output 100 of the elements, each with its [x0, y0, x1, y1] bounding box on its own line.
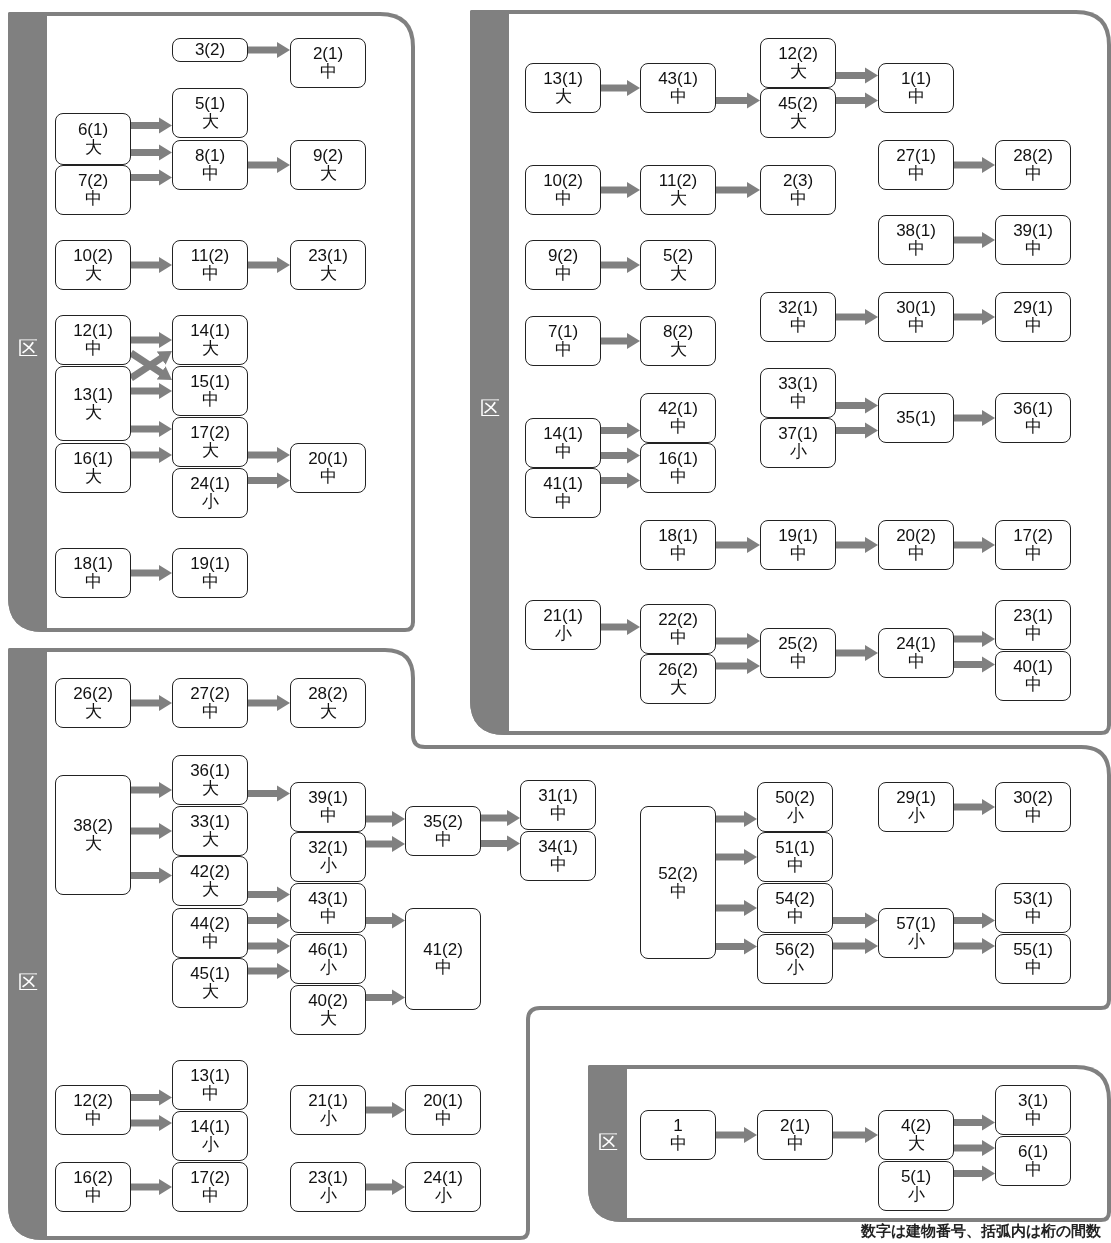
size-class: 中 — [1024, 1110, 1042, 1128]
size-class: 中 — [201, 573, 219, 591]
building-box — [172, 1111, 248, 1161]
building-box — [55, 443, 131, 493]
building-number: 23(1) — [308, 1169, 348, 1187]
building-number: 3(2) — [194, 41, 226, 59]
arrow — [954, 410, 995, 426]
building-number: 40(1) — [1013, 658, 1053, 676]
building-number: 20(1) — [423, 1092, 463, 1110]
building-number: 34(1) — [538, 838, 578, 856]
size-class: 中 — [789, 393, 807, 411]
building-number: 14(1) — [190, 322, 230, 340]
footnote: 数字は建物番号、括弧内は桁の間数 — [861, 1222, 1101, 1241]
building-number: 50(2) — [775, 789, 815, 807]
building-box — [525, 418, 601, 468]
size-class: 中 — [201, 933, 219, 951]
arrow — [716, 938, 757, 955]
size-class: 中 — [786, 908, 804, 926]
arrow — [954, 1140, 995, 1156]
arrow — [366, 989, 405, 1006]
building-box — [290, 38, 366, 88]
size-class: 大 — [669, 341, 687, 359]
building-box — [525, 600, 601, 650]
arrow — [366, 912, 405, 929]
building-box — [760, 418, 836, 468]
arrow — [954, 938, 995, 954]
building-number: 21(1) — [308, 1092, 348, 1110]
arrow — [601, 257, 640, 273]
building-number: 10(2) — [73, 247, 113, 265]
arrow — [131, 867, 172, 884]
building-box — [640, 604, 716, 654]
building-number: 5(1) — [194, 95, 226, 113]
building-box — [525, 240, 601, 290]
arrow — [601, 619, 640, 635]
arrow — [954, 631, 995, 647]
size-class: 小 — [786, 959, 804, 977]
building-number: 18(1) — [658, 527, 698, 545]
building-number: 29(1) — [896, 789, 936, 807]
building-number: 20(2) — [896, 527, 936, 545]
building-number: 27(2) — [190, 685, 230, 703]
building-number: 2(3) — [782, 172, 814, 190]
building-number: 32(1) — [308, 839, 348, 857]
building-number: 6(1) — [1017, 1143, 1049, 1161]
size-class: 大 — [319, 165, 337, 183]
arrow — [716, 633, 760, 649]
size-class: 小 — [907, 807, 925, 825]
arrow — [716, 182, 760, 198]
size-class: 中 — [786, 857, 804, 875]
building-number: 35(2) — [423, 813, 463, 831]
building-number: 41(1) — [543, 475, 583, 493]
building-number: 17(2) — [1013, 527, 1053, 545]
size-class: 中 — [84, 190, 102, 208]
building-number: 44(2) — [190, 915, 230, 933]
size-class: 中 — [554, 190, 572, 208]
size-class: 大 — [319, 1010, 337, 1028]
building-number: 40(2) — [308, 992, 348, 1010]
building-box — [172, 468, 248, 518]
building-box — [172, 908, 248, 958]
building-box — [55, 1162, 131, 1212]
building-box — [995, 651, 1071, 701]
building-number: 51(1) — [775, 839, 815, 857]
building-box — [172, 417, 248, 467]
building-box — [55, 678, 131, 728]
building-box — [760, 628, 836, 678]
size-class: 大 — [84, 403, 102, 422]
size-class: 大 — [789, 63, 807, 81]
size-class: 中 — [434, 1110, 452, 1128]
building-box — [525, 468, 601, 518]
building-box — [878, 520, 954, 570]
arrow — [836, 309, 878, 325]
arrow — [131, 169, 172, 186]
building-box — [878, 1161, 954, 1211]
building-box — [520, 831, 596, 881]
size-class: 中 — [1024, 908, 1042, 926]
building-box — [640, 316, 716, 366]
building-box — [760, 165, 836, 215]
building-box — [640, 520, 716, 570]
building-box — [290, 832, 366, 882]
zone-panel — [470, 10, 1111, 735]
building-box — [757, 1110, 833, 1160]
building-box — [172, 1162, 248, 1212]
size-class: 中 — [669, 629, 687, 647]
arrow — [248, 447, 290, 463]
arrow — [481, 810, 520, 826]
building-number: 8(1) — [194, 147, 226, 165]
building-box — [757, 782, 833, 832]
arrow — [366, 836, 405, 852]
building-box — [640, 443, 716, 493]
size-class: 中 — [907, 88, 925, 106]
building-box — [172, 140, 248, 190]
size-class: 中 — [554, 443, 572, 461]
size-class: 大 — [669, 265, 687, 283]
size-class: 中 — [907, 317, 925, 335]
arrow — [833, 912, 878, 929]
building-number: 15(1) — [190, 373, 230, 391]
building-box — [757, 832, 833, 882]
building-number: 9(2) — [547, 247, 579, 265]
size-class: 中 — [669, 418, 687, 436]
building-number: 26(2) — [73, 685, 113, 703]
building-box — [640, 1110, 716, 1160]
